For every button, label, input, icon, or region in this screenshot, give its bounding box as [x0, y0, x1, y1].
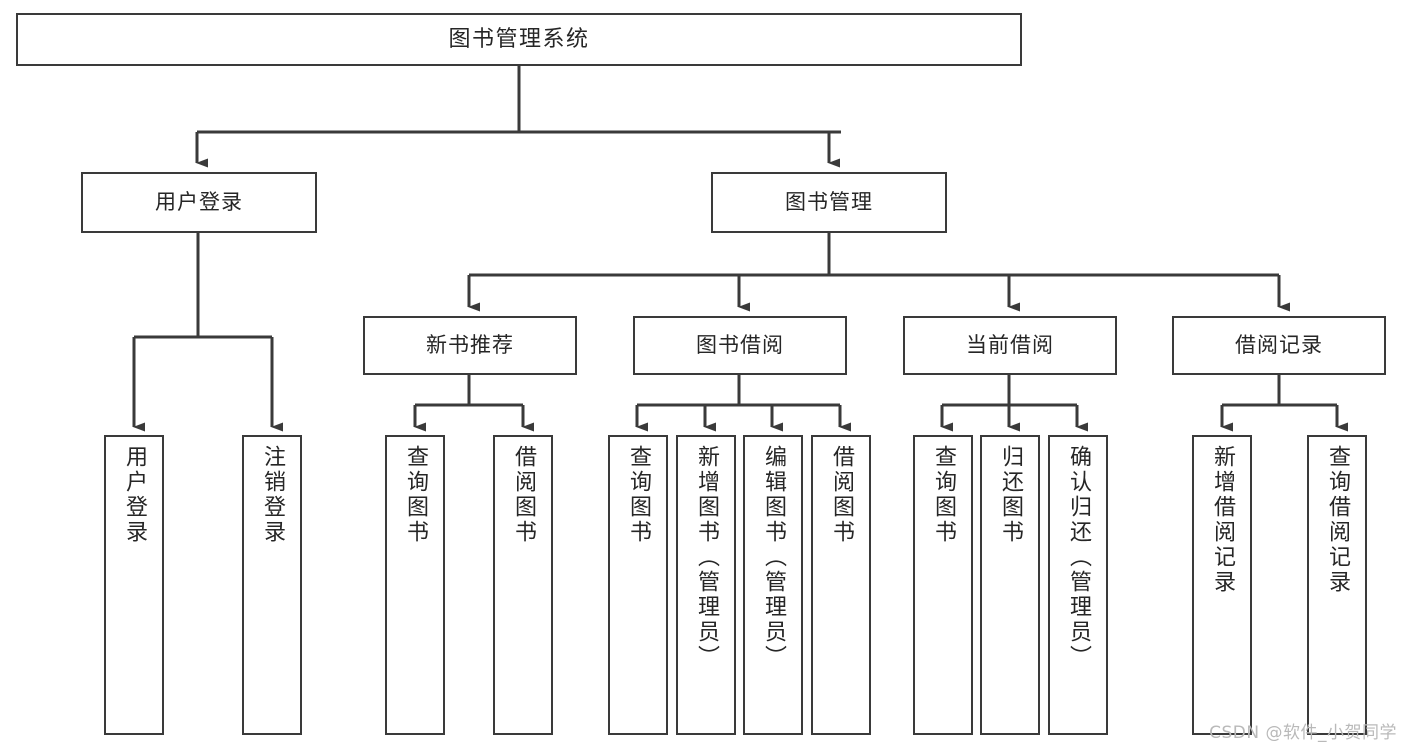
- node-book-borrow[interactable]: 图书借阅: [633, 316, 847, 375]
- node-leaf-query-book-2-label: 查询图书: [626, 445, 651, 545]
- node-leaf-user-logout[interactable]: 注销登录: [242, 435, 302, 735]
- node-user-login[interactable]: 用户登录: [81, 172, 317, 233]
- node-leaf-query-book-1[interactable]: 查询图书: [385, 435, 445, 735]
- node-leaf-add-book[interactable]: 新增图书（管理员）: [676, 435, 736, 735]
- node-leaf-add-book-label: 新增图书（管理员）: [694, 445, 719, 670]
- node-book-manage-label: 图书管理: [785, 190, 873, 215]
- node-leaf-query-book-3-label: 查询图书: [931, 445, 956, 545]
- node-book-manage[interactable]: 图书管理: [711, 172, 947, 233]
- node-leaf-edit-book[interactable]: 编辑图书（管理员）: [743, 435, 803, 735]
- node-current-borrow-label: 当前借阅: [966, 333, 1054, 358]
- node-leaf-query-record-label: 查询借阅记录: [1325, 445, 1350, 595]
- node-root-label: 图书管理系统: [448, 26, 590, 52]
- node-leaf-query-book-3[interactable]: 查询图书: [913, 435, 973, 735]
- node-leaf-return-book-label: 归还图书: [998, 445, 1023, 545]
- node-current-borrow[interactable]: 当前借阅: [903, 316, 1117, 375]
- node-leaf-user-login-label: 用户登录: [122, 445, 147, 545]
- node-new-book-recommend-label: 新书推荐: [426, 333, 514, 358]
- node-new-book-recommend[interactable]: 新书推荐: [363, 316, 577, 375]
- node-leaf-user-logout-label: 注销登录: [260, 445, 285, 545]
- node-borrow-record[interactable]: 借阅记录: [1172, 316, 1386, 375]
- node-leaf-user-login[interactable]: 用户登录: [104, 435, 164, 735]
- node-leaf-add-record[interactable]: 新增借阅记录: [1192, 435, 1252, 735]
- node-leaf-confirm-return-label: 确认归还（管理员）: [1066, 445, 1091, 670]
- node-leaf-add-record-label: 新增借阅记录: [1210, 445, 1235, 595]
- node-borrow-record-label: 借阅记录: [1235, 333, 1323, 358]
- csdn-watermark: CSDN @软件_小贺同学: [1209, 723, 1397, 743]
- node-leaf-query-record[interactable]: 查询借阅记录: [1307, 435, 1367, 735]
- node-leaf-borrow-book-1-label: 借阅图书: [511, 445, 536, 545]
- node-leaf-confirm-return[interactable]: 确认归还（管理员）: [1048, 435, 1108, 735]
- node-leaf-edit-book-label: 编辑图书（管理员）: [761, 445, 786, 670]
- node-leaf-borrow-book-1[interactable]: 借阅图书: [493, 435, 553, 735]
- node-leaf-query-book-1-label: 查询图书: [403, 445, 428, 545]
- node-book-borrow-label: 图书借阅: [696, 333, 784, 358]
- node-root[interactable]: 图书管理系统: [16, 13, 1022, 66]
- node-user-login-label: 用户登录: [155, 190, 243, 215]
- node-leaf-return-book[interactable]: 归还图书: [980, 435, 1040, 735]
- node-leaf-query-book-2[interactable]: 查询图书: [608, 435, 668, 735]
- node-leaf-borrow-book-2[interactable]: 借阅图书: [811, 435, 871, 735]
- node-leaf-borrow-book-2-label: 借阅图书: [829, 445, 854, 545]
